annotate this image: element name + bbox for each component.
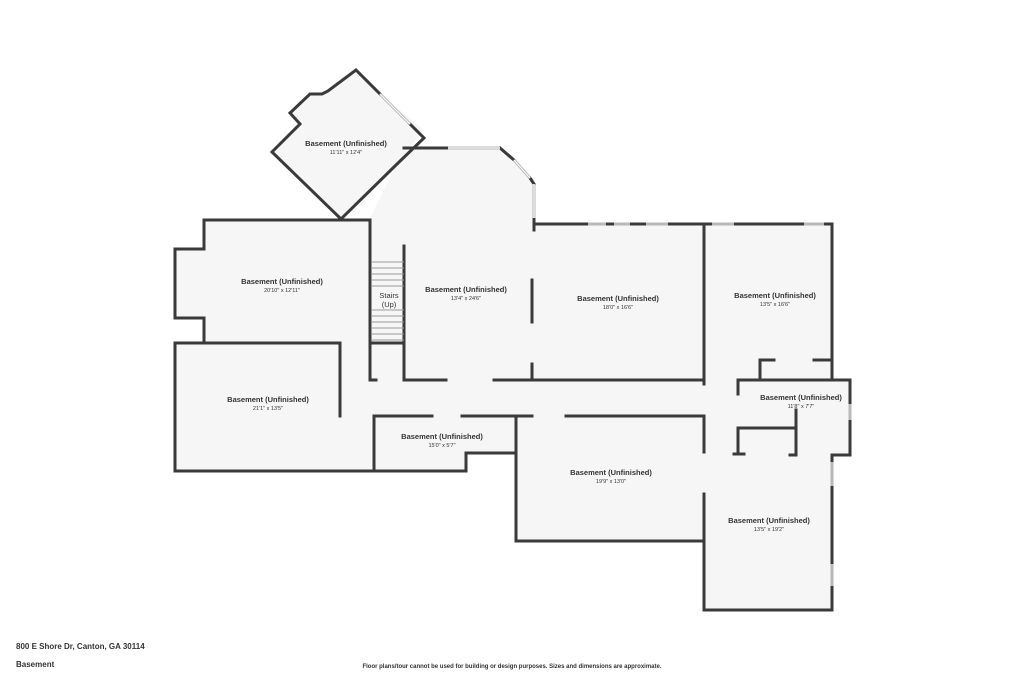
disclaimer-text: Floor plans/tour cannot be used for buil… bbox=[362, 664, 662, 670]
room-name: Basement (Unfinished) bbox=[760, 393, 842, 402]
room-dimensions: 13'5" x 16'6" bbox=[760, 302, 790, 308]
room-name: Basement (Unfinished) bbox=[570, 468, 652, 477]
room-name: Basement (Unfinished) bbox=[425, 285, 507, 294]
room-dimensions: 20'10" x 12'11" bbox=[264, 288, 300, 294]
room-dimensions: 11'11" x 12'4" bbox=[330, 150, 362, 156]
room-dimensions: 18'0" x 16'6" bbox=[603, 305, 633, 311]
room-fills bbox=[175, 70, 850, 610]
room-name: Basement (Unfinished) bbox=[734, 291, 816, 300]
room-dimensions: 13'4" x 24'6" bbox=[451, 296, 481, 302]
room-name: Basement (Unfinished) bbox=[305, 139, 387, 148]
floor-level-label: Basement bbox=[16, 660, 55, 669]
stairs-label-direction: (Up) bbox=[382, 300, 397, 309]
room-dimensions: 19'9" x 13'0" bbox=[596, 479, 626, 485]
windows bbox=[378, 92, 852, 586]
room-name: Basement (Unfinished) bbox=[227, 395, 309, 404]
walls bbox=[173, 68, 852, 612]
room-labels: Basement (Unfinished) 11'11" x 12'4" Bas… bbox=[227, 139, 842, 533]
room-dimensions: 11'8" x 7'7" bbox=[788, 404, 815, 410]
stairs-label: Stairs bbox=[379, 291, 398, 300]
room-dimensions: 21'1" x 13'5" bbox=[253, 406, 283, 412]
room-name: Basement (Unfinished) bbox=[577, 294, 659, 303]
stairs: Stairs (Up) bbox=[372, 261, 404, 341]
room-dimensions: 13'5" x 19'2" bbox=[754, 527, 784, 533]
room-dimensions: 15'0" x 5'7" bbox=[428, 443, 455, 449]
room-name: Basement (Unfinished) bbox=[728, 516, 810, 525]
room-name: Basement (Unfinished) bbox=[401, 432, 483, 441]
room-name: Basement (Unfinished) bbox=[241, 277, 323, 286]
property-address: 800 E Shore Dr, Canton, GA 30114 bbox=[16, 642, 145, 651]
